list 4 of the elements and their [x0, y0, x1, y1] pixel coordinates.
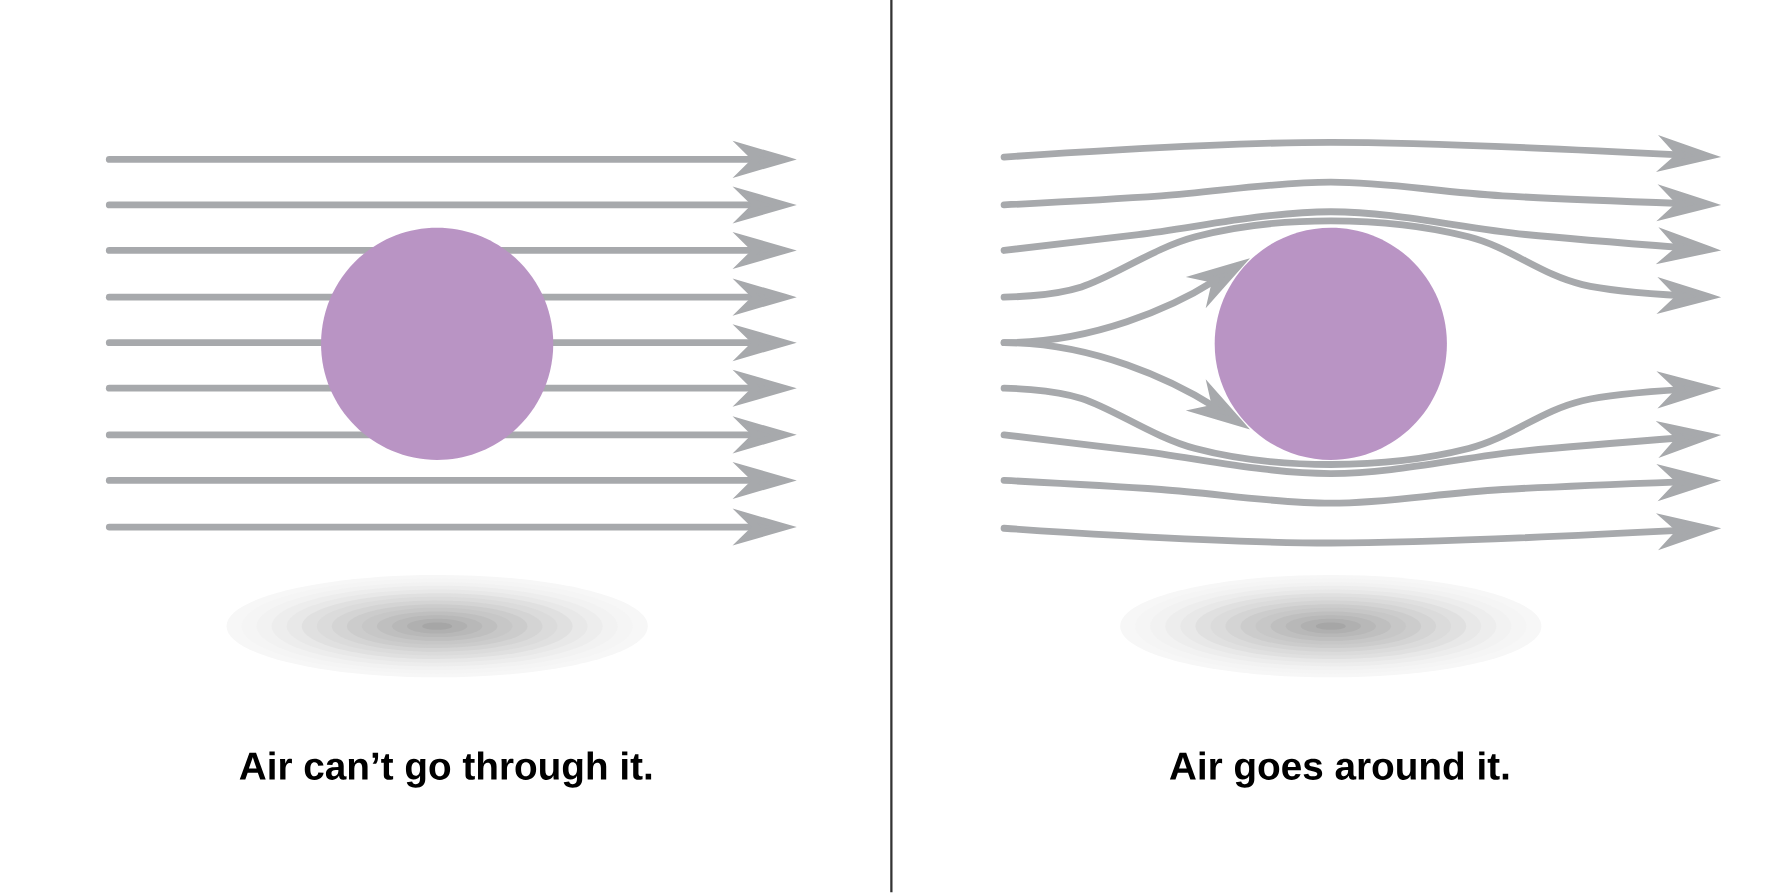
- ball: [1214, 227, 1447, 461]
- caption: Air goes around it.: [1169, 751, 1509, 788]
- caption: Air can’t go through it.: [239, 751, 652, 788]
- ball: [321, 227, 554, 461]
